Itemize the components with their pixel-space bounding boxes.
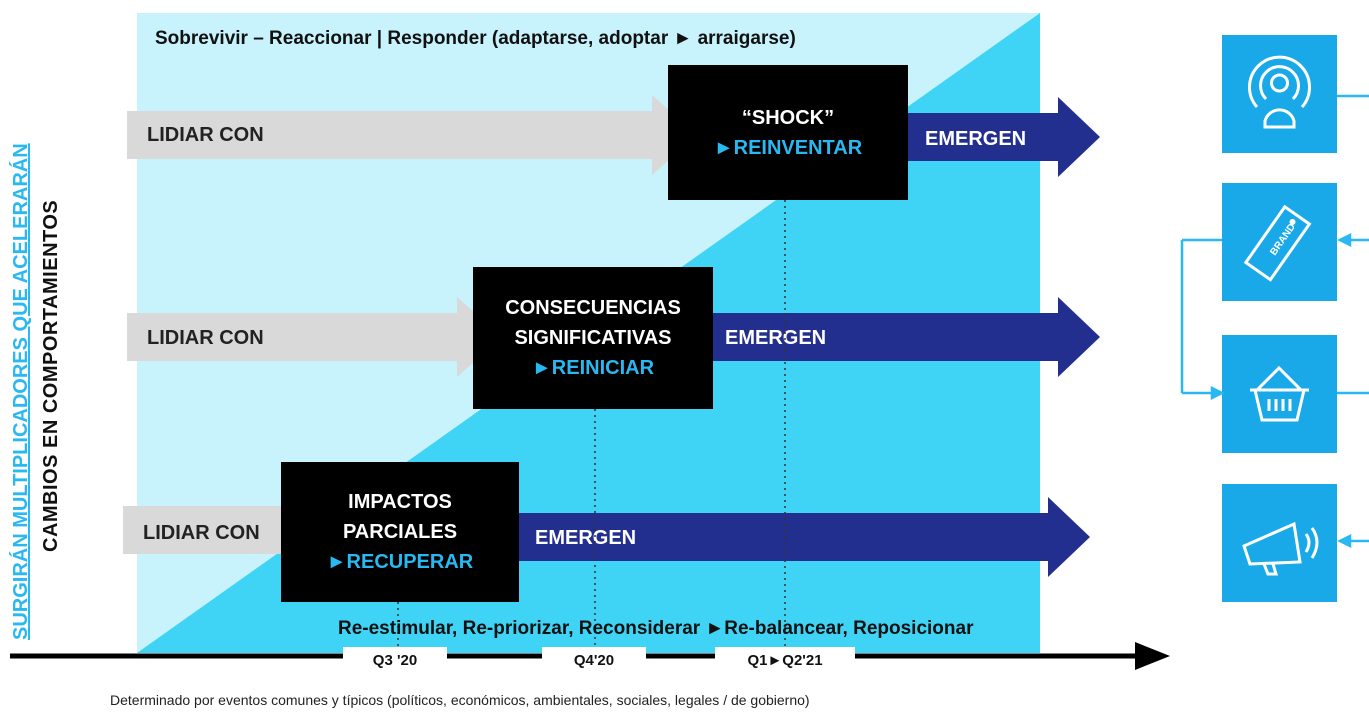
shock-box: “SHOCK” ►REINVENTAR	[668, 65, 908, 200]
caption: Determinado por eventos comunes y típico…	[110, 692, 810, 708]
emerge-arrow-row2	[700, 297, 1100, 377]
emerge-arrow-row3	[505, 497, 1090, 577]
header-text: Sobrevivir – Reaccionar | Responder (ada…	[155, 28, 796, 49]
timeline-tick-q4-20: Q4'20	[542, 647, 646, 675]
emerge-label-row2: EMERGEN	[725, 327, 827, 349]
cope-arrow-row3	[123, 490, 328, 570]
cope-arrow-row2	[127, 297, 502, 377]
timeline-tick-q1-q2-21: Q1►Q2'21	[715, 647, 855, 675]
cope-label-row3: LIDIAR CON	[143, 522, 260, 544]
box-title-row2: CONSECUENCIAS	[505, 297, 681, 319]
box-action-row2: ►REINICIAR	[531, 357, 655, 379]
cope-arrow-row1	[127, 95, 697, 175]
timeline-tick-q3-20: Q3 '20	[343, 647, 447, 675]
cope-label-row2: LIDIAR CON	[147, 327, 264, 349]
strategies-text: Re-estimular, Re-priorizar, Reconsiderar…	[338, 618, 974, 639]
emerge-label-row1: EMERGEN	[925, 128, 1027, 150]
box-action-row1: ►REINVENTAR	[713, 136, 863, 159]
box-title-row1: “SHOCK”	[741, 106, 835, 129]
broadcast-person-icon	[1222, 35, 1337, 153]
emerge-arrow-row1	[895, 97, 1100, 177]
cope-label-row1: LIDIAR CON	[147, 124, 264, 146]
box-action-row3: ►RECUPERAR	[326, 551, 474, 573]
consequences-box: CONSECUENCIAS SIGNIFICATIVAS ►REINICIAR	[473, 267, 713, 409]
box-title-row3: IMPACTOS	[348, 491, 452, 513]
box-subtitle-row3: PARCIALES	[342, 521, 458, 543]
shopping-basket-icon	[1222, 335, 1337, 453]
box-subtitle-row2: SIGNIFICATIVAS	[514, 327, 672, 349]
icon-connectors	[1180, 94, 1369, 549]
brand-tag-icon: BRAND	[1222, 183, 1337, 301]
partial-impacts-box: IMPACTOS PARCIALES ►RECUPERAR	[281, 462, 519, 602]
megaphone-icon	[1222, 484, 1337, 602]
emerge-label-row3: EMERGEN	[535, 527, 637, 549]
